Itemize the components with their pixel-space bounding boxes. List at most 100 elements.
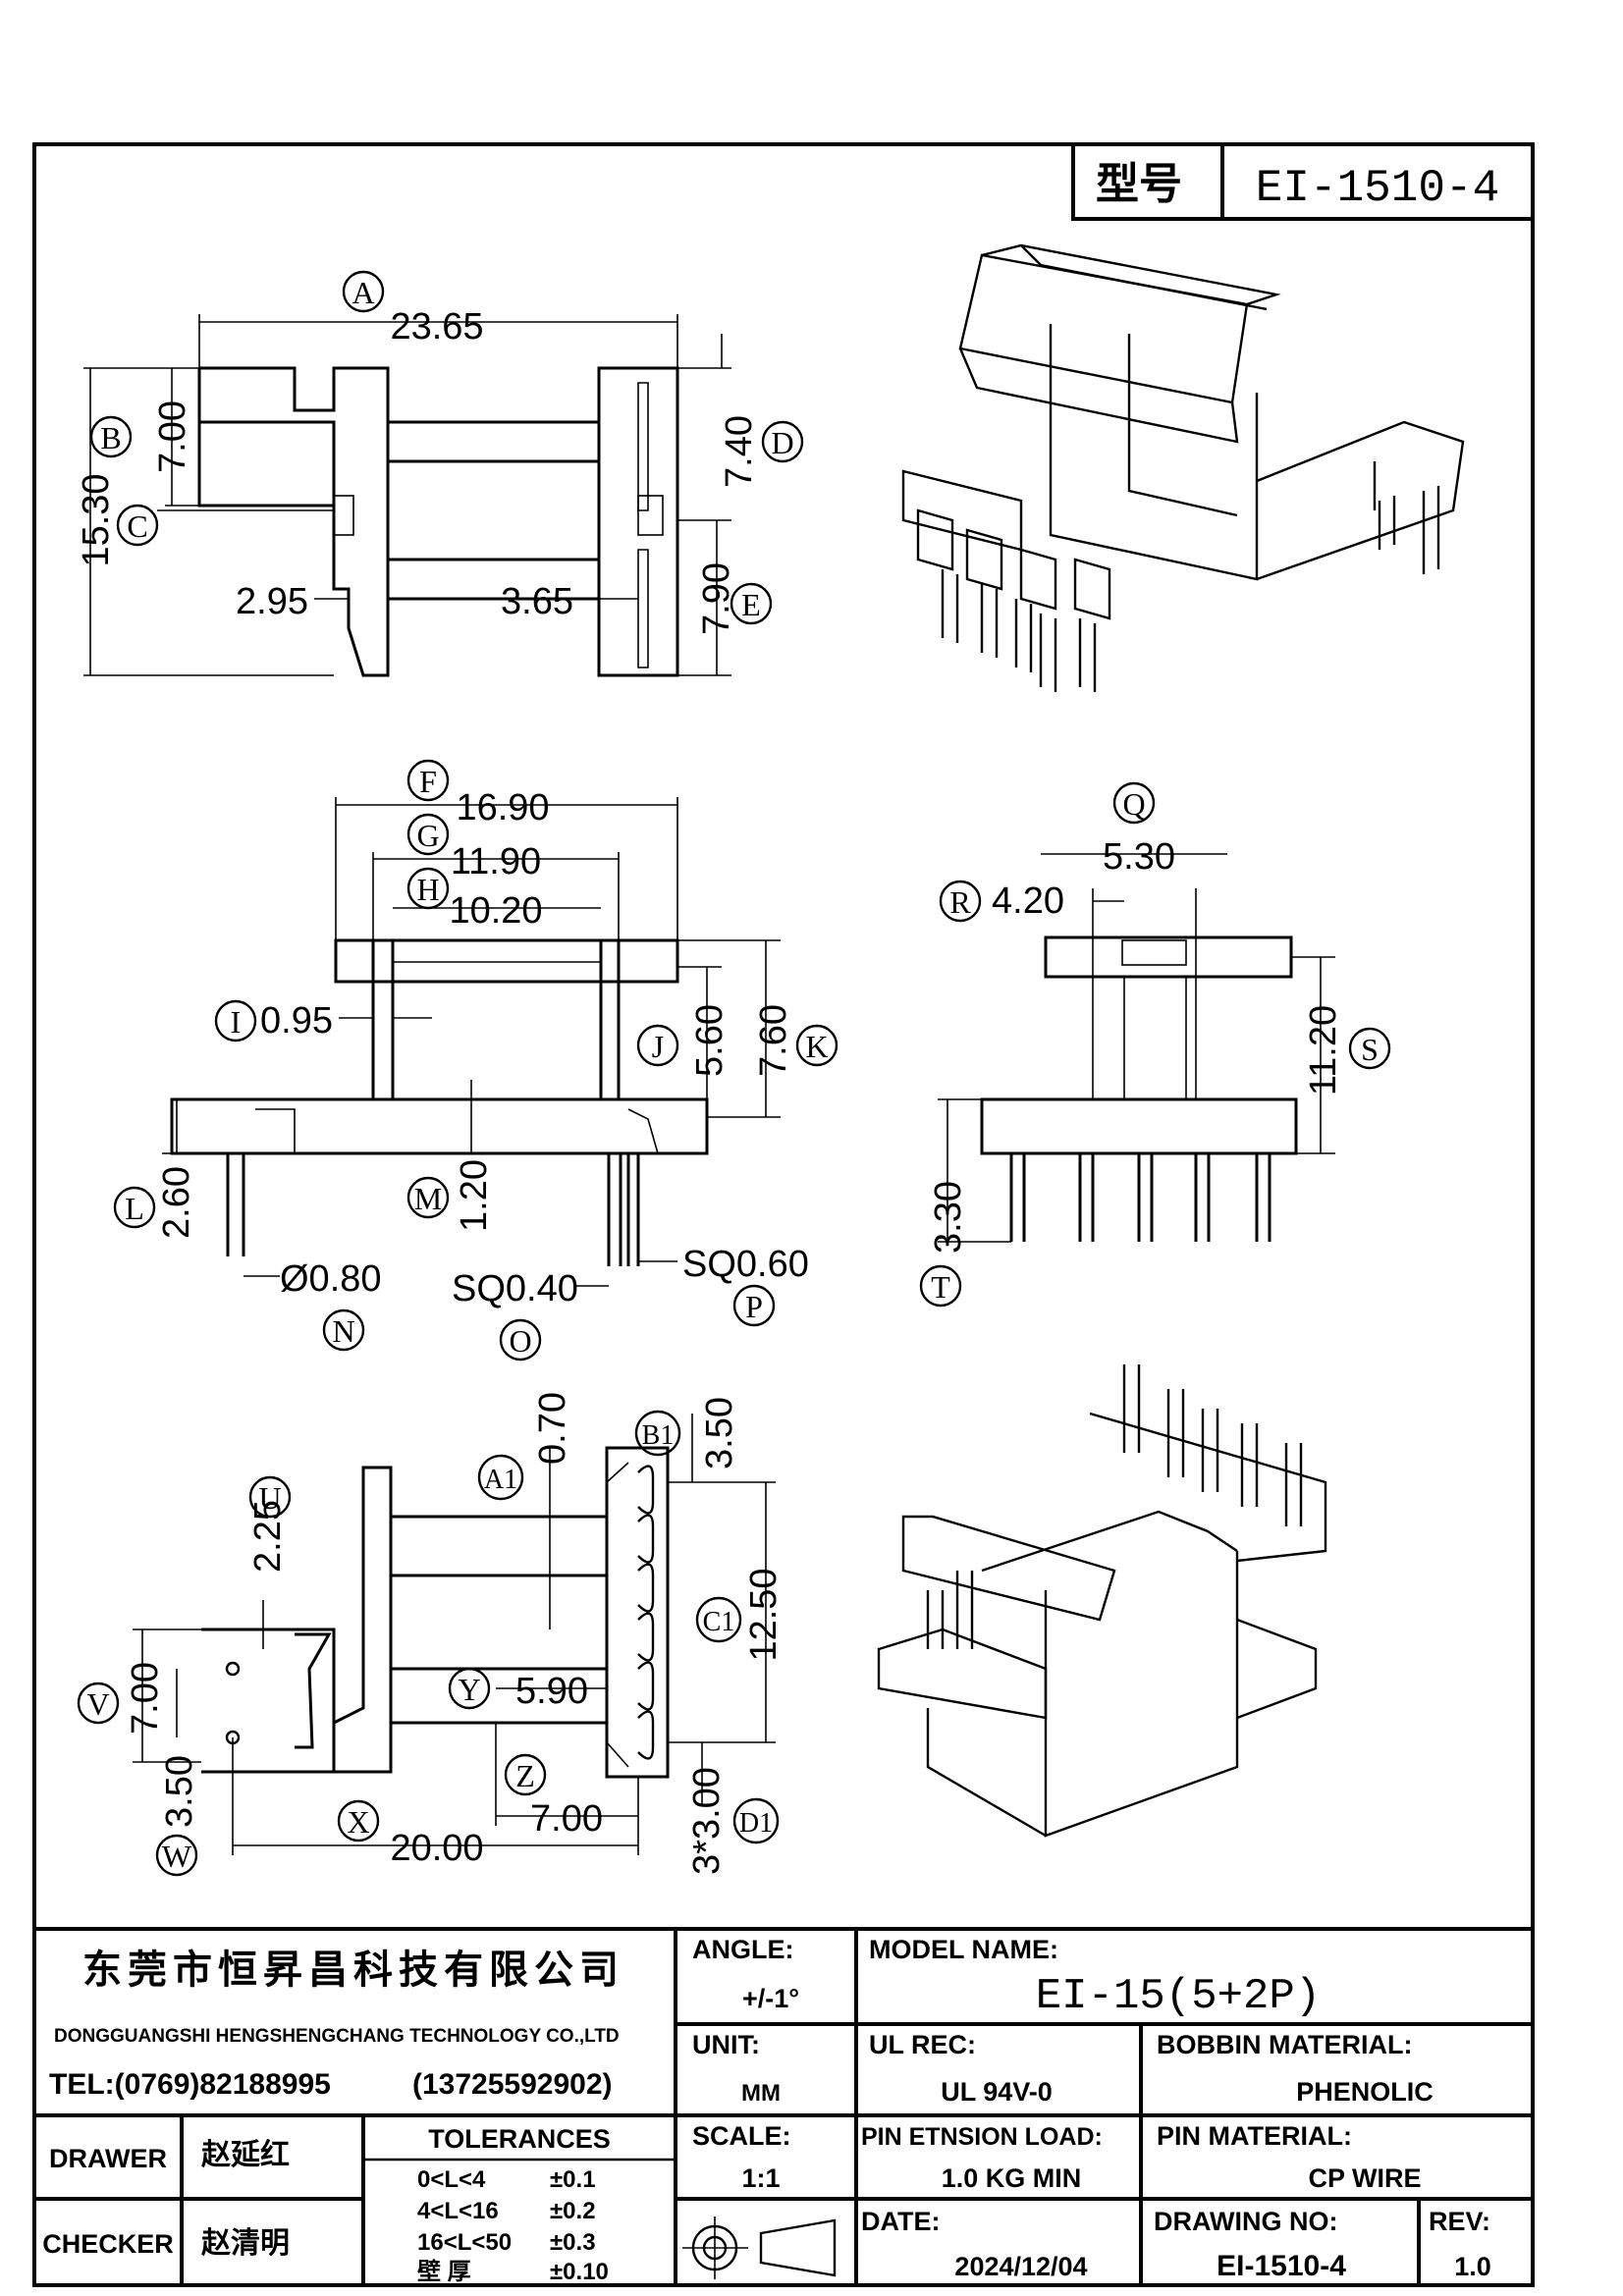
dim-h-value: 10.20 [449,890,542,932]
dim-f-value: 16.90 [456,787,549,828]
callout-o: O [499,1318,542,1362]
rev-label: REV: [1429,2207,1490,2236]
callout-m: M [406,1176,450,1219]
svg-text:壁 厚: 壁 厚 [417,2258,471,2285]
callout-b1: B1 [634,1410,681,1457]
dim-d-value: 7.40 [719,415,760,488]
callout-e: E [730,582,773,625]
svg-text:Q: Q [1122,786,1145,822]
svg-text:I: I [231,1004,242,1040]
dim-x-value: 20.00 [390,1828,483,1869]
side-view: 16.90 11.90 10.20 0.95 5.60 7.60 2.60 1.… [156,787,809,1309]
tolerance-row: 16<L<50 ±0.3 [417,2229,596,2256]
callout-j: J [636,1024,679,1067]
iso-view-bottom [877,1364,1327,1838]
dim-c1-value: 12.50 [743,1568,784,1661]
svg-text:N: N [332,1313,354,1349]
bobbin-material-label: BOBBIN MATERIAL: [1157,2030,1412,2059]
ul-rec-value: UL 94V-0 [941,2077,1053,2107]
svg-text:U: U [258,1480,281,1516]
dim-m-value: 1.20 [454,1159,495,1232]
title-block: 东莞市恒昇昌科技有限公司 DONGGUANGSHI HENGSHENGCHANG… [34,1927,1533,2285]
dim-a-value: 23.65 [390,306,483,347]
svg-text:T: T [931,1269,950,1305]
model-name-label: MODEL NAME: [869,1935,1058,1964]
callout-t: T [919,1264,962,1308]
end-view: 5.30 4.20 11.20 3.30 [928,836,1344,1254]
callout-g: G [406,813,450,856]
dim-d1-value: 3*3.00 [686,1767,728,1875]
callout-d: D [761,420,804,463]
company-name-cn: 东莞市恒昇昌科技有限公司 [82,1949,624,1992]
checker-name: 赵清明 [201,2227,290,2260]
dim-i-value: 0.95 [260,1000,333,1041]
callout-p: P [732,1284,776,1327]
drawer-label: DRAWER [49,2144,167,2173]
callout-b: B [89,415,133,458]
angle-label: ANGLE: [692,1935,794,1964]
checker-label: CHECKER [42,2229,174,2259]
svg-text:4<L<16: 4<L<16 [417,2198,499,2224]
pin-load-label: PIN ETNSION LOAD: [861,2123,1103,2151]
callout-c: C [116,504,159,547]
company-mobile: (13725592902) [412,2068,613,2101]
svg-text:P: P [745,1289,763,1324]
callout-r: R [939,880,982,923]
callout-x: X [337,1799,380,1842]
iso-view-top [901,243,1465,692]
company-name-en: DONGGUANGSHI HENGSHENGCHANG TECHNOLOGY C… [54,2026,620,2047]
callout-a: A [342,270,385,313]
svg-text:±0.1: ±0.1 [550,2166,596,2193]
angle-value: +/-1° [742,1984,799,2013]
dim-p-value: SQ0.60 [682,1244,809,1285]
dim-o-value: SQ0.40 [452,1268,578,1309]
svg-text:G: G [416,818,439,853]
dim-s-value: 11.20 [1303,1005,1344,1095]
date-label: DATE: [861,2207,941,2236]
svg-text:V: V [86,1686,109,1722]
dim-q-value: 5.30 [1103,836,1175,878]
dim-b1-value: 3.50 [699,1397,740,1469]
svg-text:O: O [509,1323,531,1359]
svg-text:H: H [416,872,439,907]
callout-h: H [406,867,450,910]
dim-v-value: 7.00 [125,1662,166,1735]
svg-text:C: C [127,508,147,544]
svg-text:16<L<50: 16<L<50 [417,2229,512,2256]
rev-value: 1.0 [1454,2252,1491,2281]
svg-text:E: E [741,587,761,622]
svg-text:A: A [352,275,374,310]
drawing-no-label: DRAWING NO: [1154,2207,1337,2236]
dim-y-value: 5.90 [515,1671,588,1712]
dim-right-offset: 3.65 [501,581,573,622]
dim-g-value: 11.90 [451,841,541,882]
callout-s: S [1348,1027,1391,1070]
model-value: EI-1510-4 [1256,163,1499,214]
svg-text:J: J [652,1029,664,1064]
dim-a1-value: 0.70 [532,1392,573,1465]
dim-left-offset: 2.95 [236,581,308,622]
dim-n-value: Ø0.80 [280,1258,382,1300]
svg-text:C1: C1 [703,1607,735,1637]
svg-text:A1: A1 [484,1465,517,1495]
bottom-view: 0.70 3.50 12.50 3*3.00 2.25 7.00 3.50 20… [125,1392,784,1875]
svg-text:Y: Y [458,1672,480,1707]
svg-text:X: X [347,1804,369,1840]
svg-text:±0.2: ±0.2 [550,2198,596,2224]
svg-text:W: W [162,1839,192,1874]
model-name-value: EI-15(5+2P) [1036,1972,1321,2021]
drawer-name: 赵延红 [201,2139,290,2171]
dim-j-value: 5.60 [689,1004,730,1077]
callout-y: Y [448,1667,491,1710]
svg-text:B1: B1 [642,1420,675,1451]
date-value: 2024/12/04 [954,2252,1087,2281]
callout-w: W [155,1834,198,1877]
svg-text:D: D [771,425,793,460]
callout-z: Z [504,1753,547,1796]
callout-n: N [322,1308,365,1352]
dim-r-value: 4.20 [992,881,1064,922]
svg-text:S: S [1361,1032,1379,1067]
tolerance-row: 壁 厚 ±0.10 [417,2258,609,2285]
tolerance-row: 0<L<4 ±0.1 [417,2166,596,2193]
